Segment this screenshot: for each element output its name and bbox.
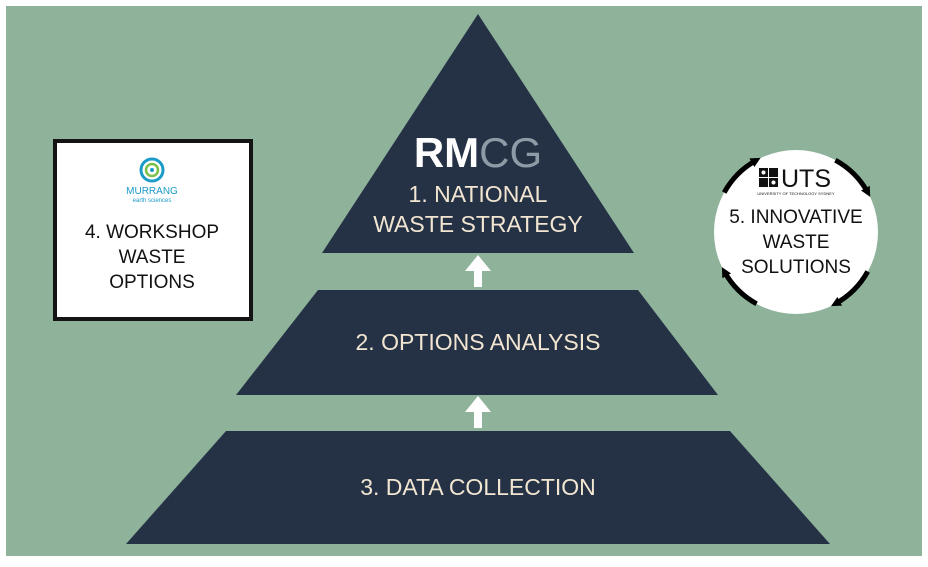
uts-crest-icon [759,168,778,187]
cycle-arrows-icon [721,157,871,307]
pyramid-bottom-tier [126,431,830,544]
data-collection-label: 3. DATA COLLECTION [360,474,596,500]
rmcg-logo: RMCG [414,129,542,176]
innovative-line1: 5. INNOVATIVE [729,207,862,228]
workshop-line1: 4. WORKSHOP [85,222,219,243]
workshop-line3: OPTIONS [109,272,195,293]
uts-logo-text: UTS [781,165,831,193]
uts-logo-sub: UNIVERSITY OF TECHNOLOGY SYDNEY [757,191,834,196]
workshop-box: MURRANG earth sciences 4. WORKSHOP WASTE… [53,139,253,321]
rmcg-logo-light: CG [479,129,542,176]
up-arrow-icon [465,396,491,428]
national-strategy-line2: WASTE STRATEGY [373,211,583,237]
murrang-logo-sub: earth sciences [133,198,172,204]
murrang-logo-icon [139,157,165,183]
workshop-line2: WASTE [119,247,186,268]
national-strategy-line1: 1. NATIONAL [409,181,548,207]
rmcg-logo-bold: RM [414,129,479,176]
pyramid-middle-tier [236,290,718,395]
pyramid-top-tier [322,14,634,253]
murrang-logo-text: MURRANG [126,186,178,197]
innovative-line3: SOLUTIONS [741,257,851,278]
uts-logo: UTS UNIVERSITY OF TECHNOLOGY SYDNEY [757,165,834,196]
innovative-line2: WASTE [763,232,830,253]
innovation-circle: UTS UNIVERSITY OF TECHNOLOGY SYDNEY 5. I… [714,150,878,314]
up-arrow-icon [465,255,491,287]
options-analysis-label: 2. OPTIONS ANALYSIS [356,329,601,355]
